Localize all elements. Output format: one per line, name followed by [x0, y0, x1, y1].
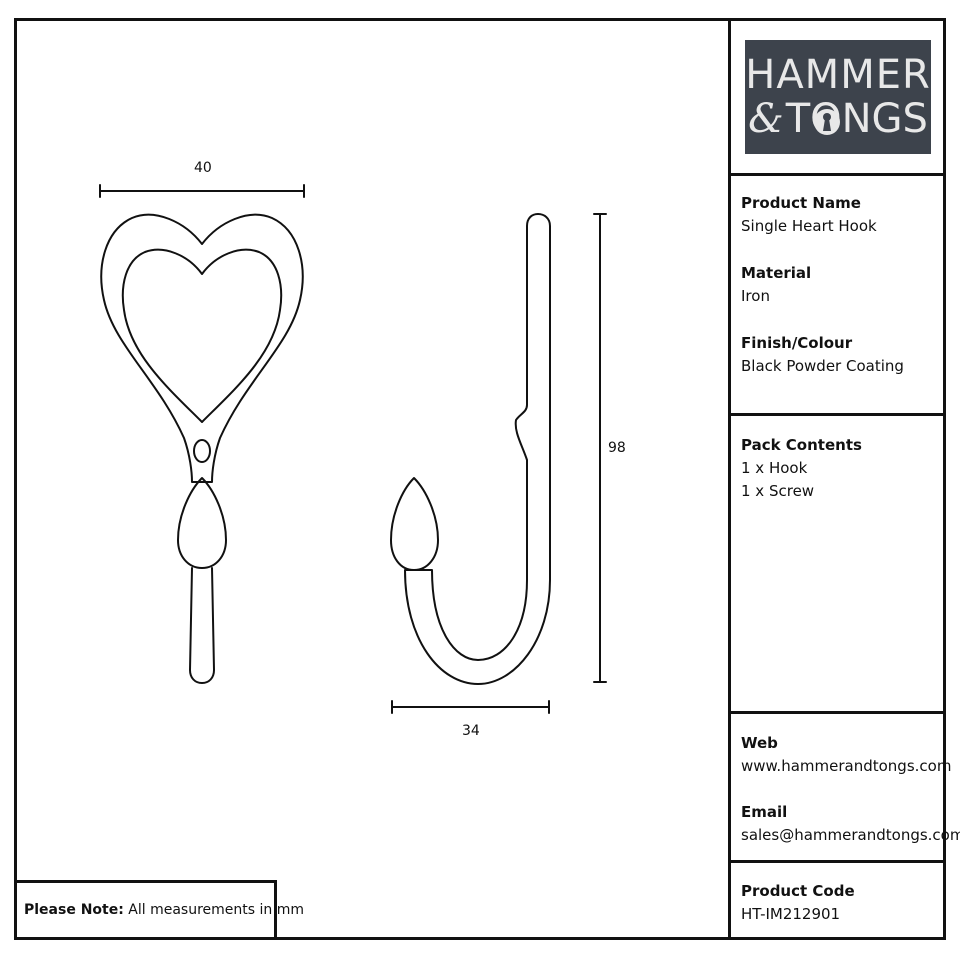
- drawing-frame: [14, 18, 946, 940]
- height-dimension: [593, 213, 607, 683]
- front-view-heart-hook: [100, 213, 304, 684]
- divider-pack: [731, 711, 943, 714]
- contact-info: Web www.hammerandtongs.com Email sales@h…: [741, 732, 960, 847]
- width-dimension-label: 40: [194, 160, 212, 176]
- measurement-note: Please Note: All measurements in mm: [14, 880, 304, 937]
- height-dimension-label: 98: [608, 440, 626, 456]
- finish-label: Finish/Colour: [741, 334, 853, 352]
- web-link[interactable]: www.hammerandtongs.com: [741, 757, 952, 775]
- side-teardrop-finial: [390, 477, 439, 571]
- note-text: Please Note: All measurements in mm: [24, 902, 304, 918]
- heart-inner-outline: [121, 248, 283, 423]
- depth-dimension-label: 34: [462, 723, 480, 739]
- email-link[interactable]: sales@hammerandtongs.com: [741, 826, 960, 844]
- depth-dimension: [391, 700, 550, 714]
- pack-contents-label: Pack Contents: [741, 436, 862, 454]
- side-view-j-hook: [390, 213, 551, 685]
- brand-ampersand: &: [748, 96, 784, 142]
- heart-outer-outline: [100, 213, 304, 483]
- product-name-value: Single Heart Hook: [741, 217, 877, 235]
- brand-tongs-text: TONGS: [785, 96, 928, 142]
- divider-logo: [731, 173, 943, 176]
- brand-logo: HAMMER & TONGS: [745, 40, 931, 154]
- product-details: Product Name Single Heart Hook Material …: [741, 192, 937, 378]
- keyhole-icon: [814, 109, 840, 135]
- width-dimension: [99, 184, 305, 198]
- brand-line2-row: & TONGS: [748, 97, 928, 141]
- product-code: Product Code HT-IM212901: [741, 880, 937, 926]
- pack-item-screw: 1 x Screw: [741, 482, 815, 500]
- sidebar-divider: [728, 18, 731, 940]
- finish-value: Black Powder Coating: [741, 357, 904, 375]
- brand-line1: HAMMER: [745, 52, 931, 98]
- product-code-value: HT-IM212901: [741, 905, 841, 923]
- material-value: Iron: [741, 287, 770, 305]
- divider-contact: [731, 860, 943, 863]
- email-label: Email: [741, 803, 788, 821]
- pack-contents: Pack Contents 1 x Hook 1 x Screw: [741, 434, 937, 503]
- material-label: Material: [741, 264, 812, 282]
- note-label: Please Note:: [24, 902, 124, 918]
- note-body: All measurements in mm: [123, 902, 304, 918]
- front-teardrop-finial: [177, 477, 227, 569]
- screw-hole: [193, 439, 211, 463]
- divider-details: [731, 413, 943, 416]
- front-shank: [189, 567, 215, 684]
- side-hook-outline: [404, 213, 551, 685]
- web-label: Web: [741, 734, 778, 752]
- product-code-label: Product Code: [741, 882, 855, 900]
- product-name-label: Product Name: [741, 194, 861, 212]
- pack-item-hook: 1 x Hook: [741, 459, 808, 477]
